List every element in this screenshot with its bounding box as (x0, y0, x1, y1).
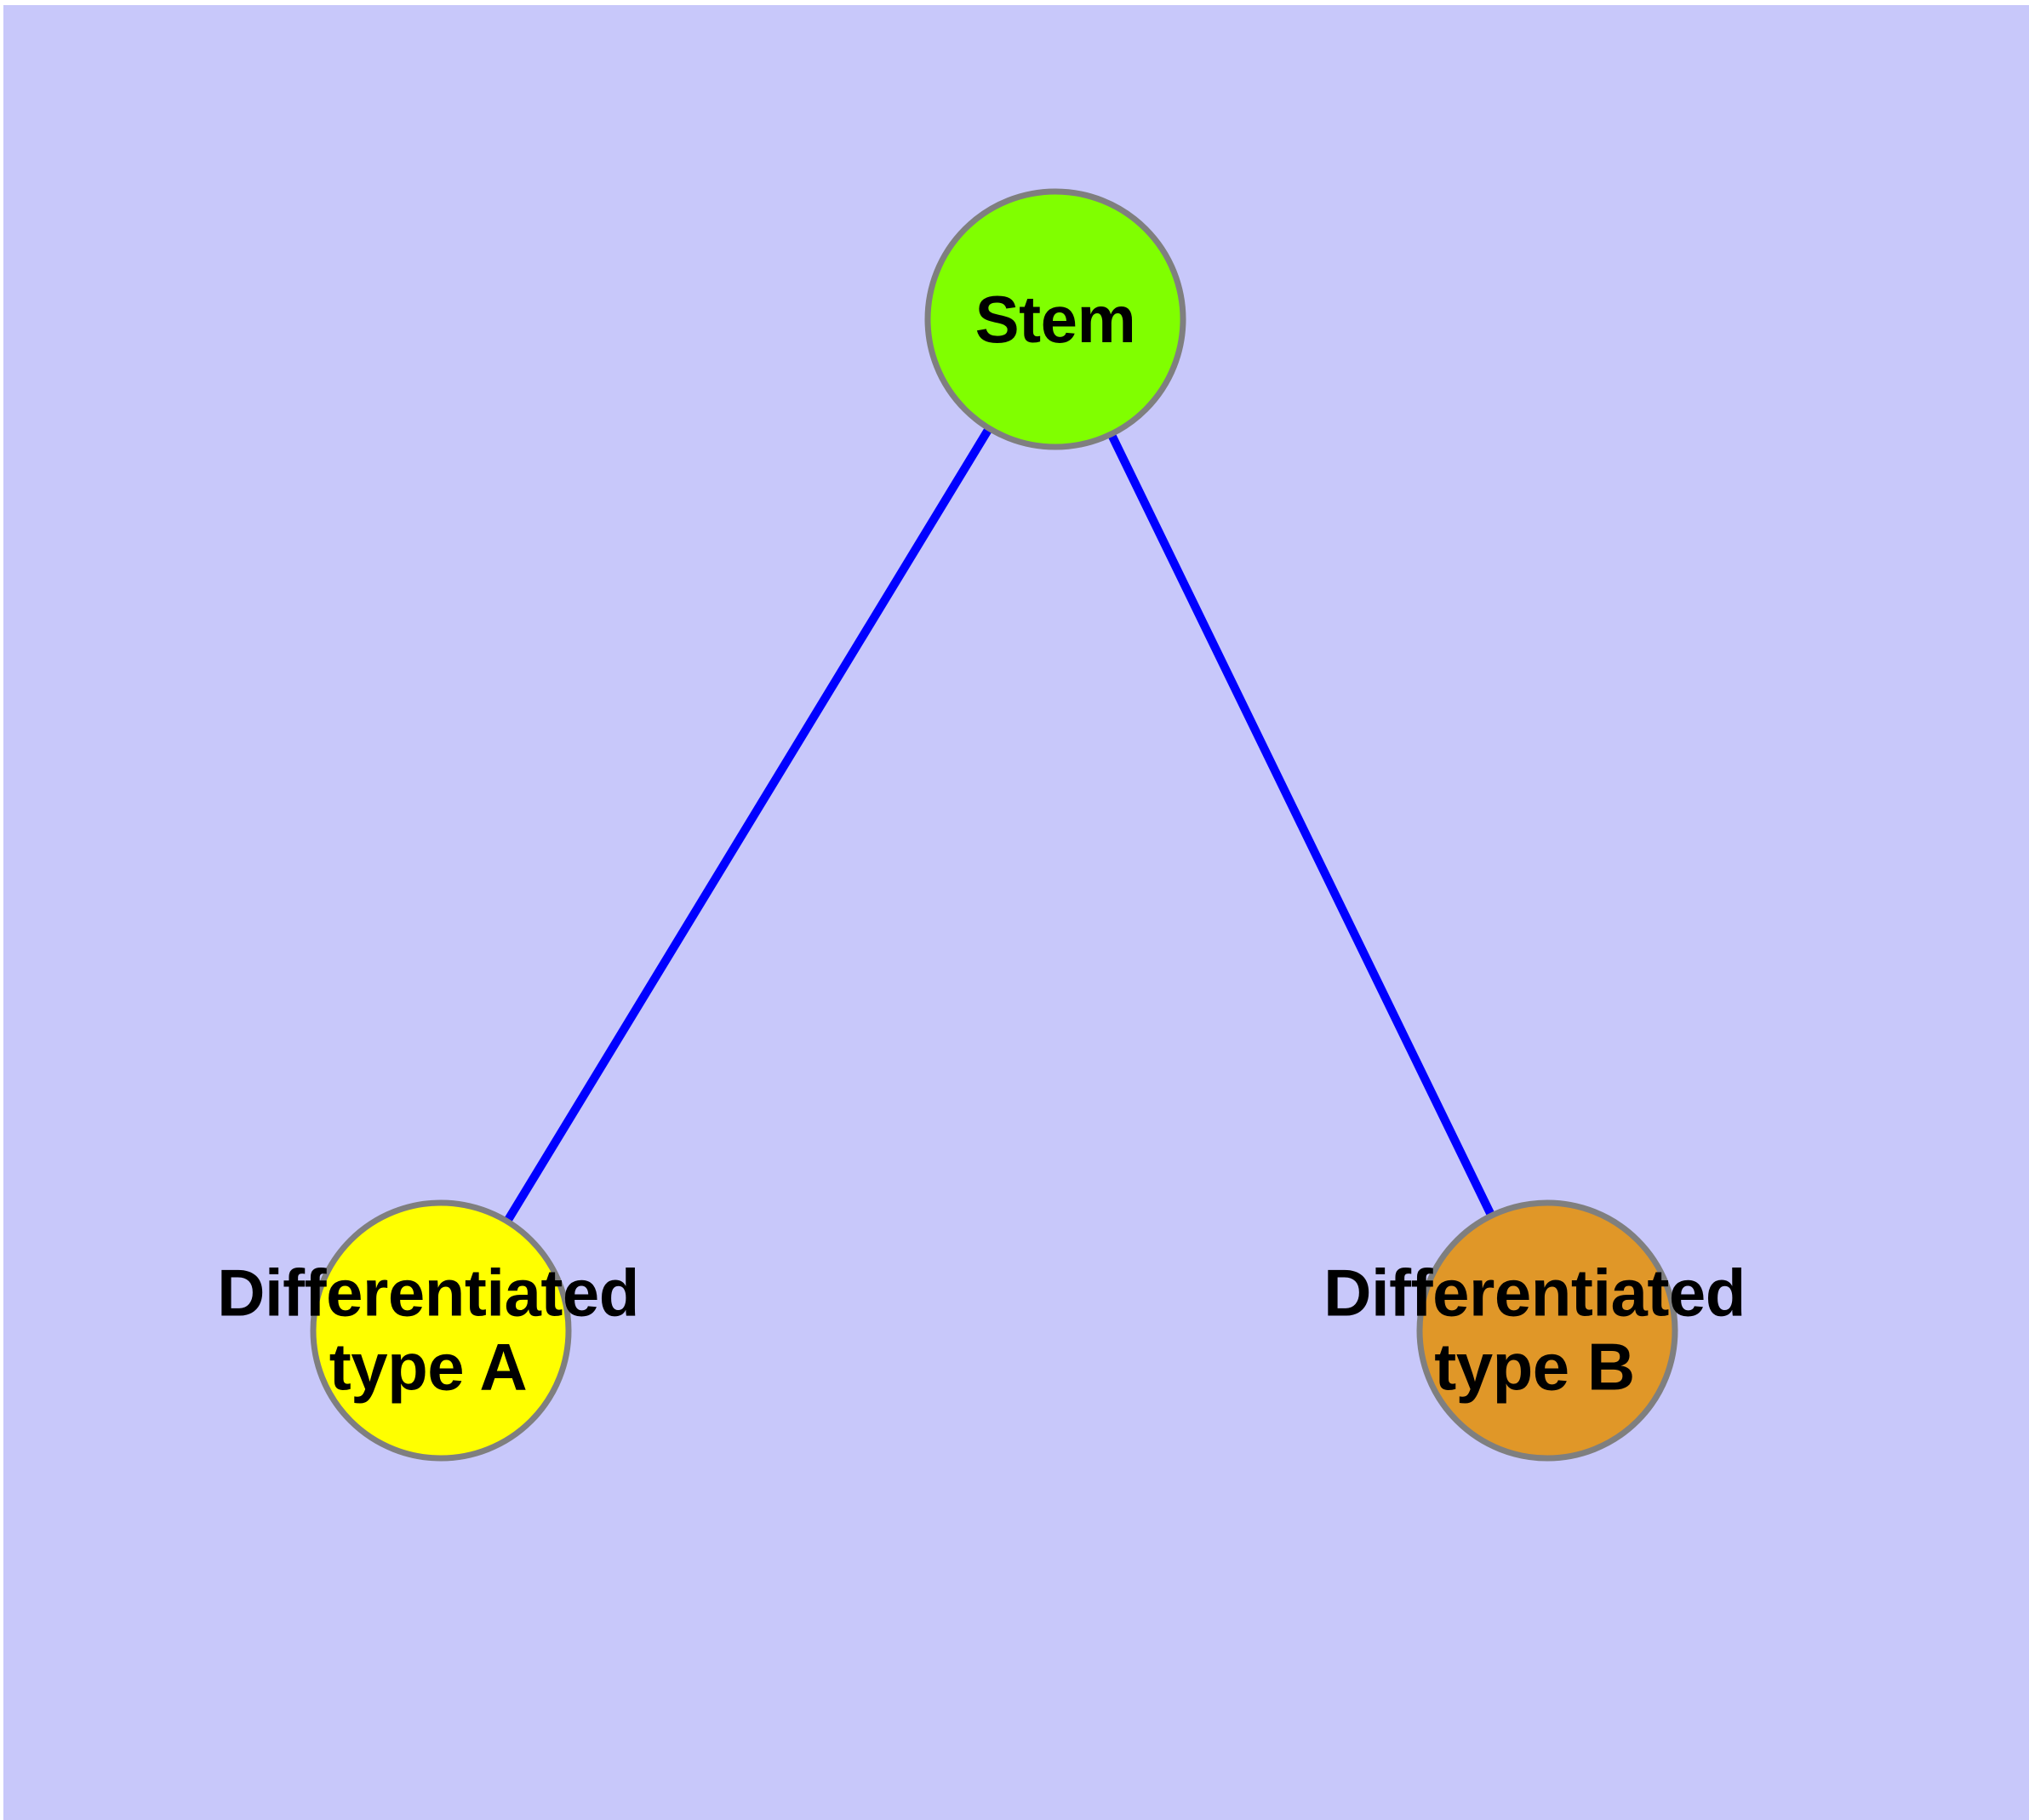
graph-edge-stem-diff_a (437, 317, 1060, 1333)
nodes-layer (310, 188, 1678, 1462)
graph-node-diff_a[interactable] (310, 1199, 572, 1462)
graph-node-diff_b[interactable] (1416, 1199, 1678, 1462)
edges-layer (437, 317, 1552, 1333)
graph-node-stem[interactable] (924, 188, 1186, 450)
graph-edge-stem-diff_b (1051, 317, 1552, 1333)
